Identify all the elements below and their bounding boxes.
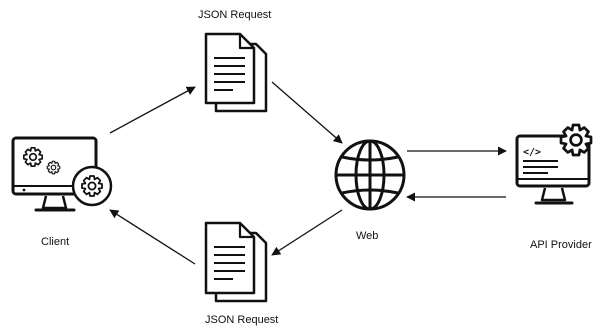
json-request-top-label: JSON Request: [198, 9, 272, 21]
web-label: Web: [356, 230, 379, 242]
json-request-top-document-icon: [204, 32, 268, 113]
api-provider-computer-icon: </>: [515, 123, 593, 205]
arrow-web-to-response: [271, 209, 343, 256]
arrow-response-to-client: [109, 209, 196, 265]
client-label: Client: [41, 236, 70, 248]
client-computer-icon: [11, 136, 113, 212]
arrows: [109, 81, 507, 265]
arrow-client-to-request: [109, 86, 196, 134]
svg-text:</>: </>: [523, 147, 541, 158]
arrow-request-to-web: [271, 81, 343, 144]
json-request-bottom-label: JSON Request: [205, 314, 279, 326]
web-globe-icon: [334, 139, 406, 211]
json-request-bottom-document-icon: [204, 221, 268, 303]
api-provider-label: API Provider: [530, 239, 592, 251]
